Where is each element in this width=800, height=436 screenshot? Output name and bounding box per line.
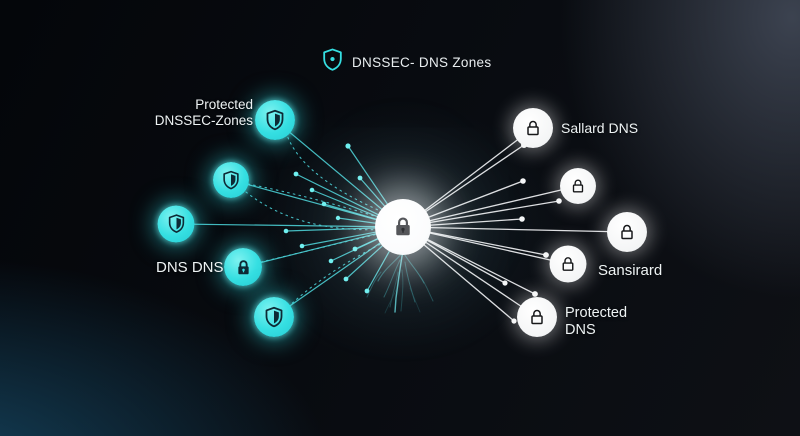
right-endpoint-dots [502, 142, 562, 324]
unsigned-dns-node-2 [560, 168, 596, 204]
left-endpoint-dots [283, 143, 370, 294]
lock-icon [569, 177, 587, 195]
unsigned-dns-node-4 [549, 245, 587, 283]
protected-zone-node-4 [224, 248, 262, 286]
unsigned-dns-node-5 [517, 297, 557, 337]
shield-icon [221, 170, 241, 191]
protected-zone-node-2 [213, 162, 249, 198]
shield-icon [263, 306, 285, 329]
lock-icon [527, 307, 547, 327]
shield-icon [166, 214, 186, 235]
left-dashed-links [245, 131, 394, 308]
central-dns-hub-node [375, 199, 431, 255]
diagram-header: DNSSEC- DNS Zones [322, 48, 491, 76]
protected-zone-node-3 [157, 205, 195, 243]
root-branches [366, 249, 434, 314]
dns-dns-label: DNS DNS [156, 259, 224, 276]
right-connections [402, 127, 628, 322]
unsigned-dns-node-1 [513, 108, 553, 148]
lock-icon [559, 255, 578, 274]
shield-check-icon [322, 48, 343, 76]
shield-icon [264, 109, 286, 132]
lock-icon [617, 222, 637, 242]
lock-icon [234, 258, 253, 277]
sansirard-label: Sansirard [598, 262, 663, 279]
protected-dns-label: Protected DNS [565, 305, 628, 339]
page-title: DNSSEC- DNS Zones [352, 54, 492, 70]
unsigned-dns-node-3 [607, 212, 647, 252]
sallard-dns-label: Sallard DNS [561, 120, 639, 136]
lock-icon [523, 118, 543, 138]
protected-zone-node-5 [254, 297, 294, 337]
protected-dnssec-zones-label: Protected DNSSEC-Zones [154, 97, 253, 128]
protected-zone-node-1 [255, 100, 295, 140]
left-connections [175, 119, 404, 318]
lock-icon [390, 214, 416, 240]
